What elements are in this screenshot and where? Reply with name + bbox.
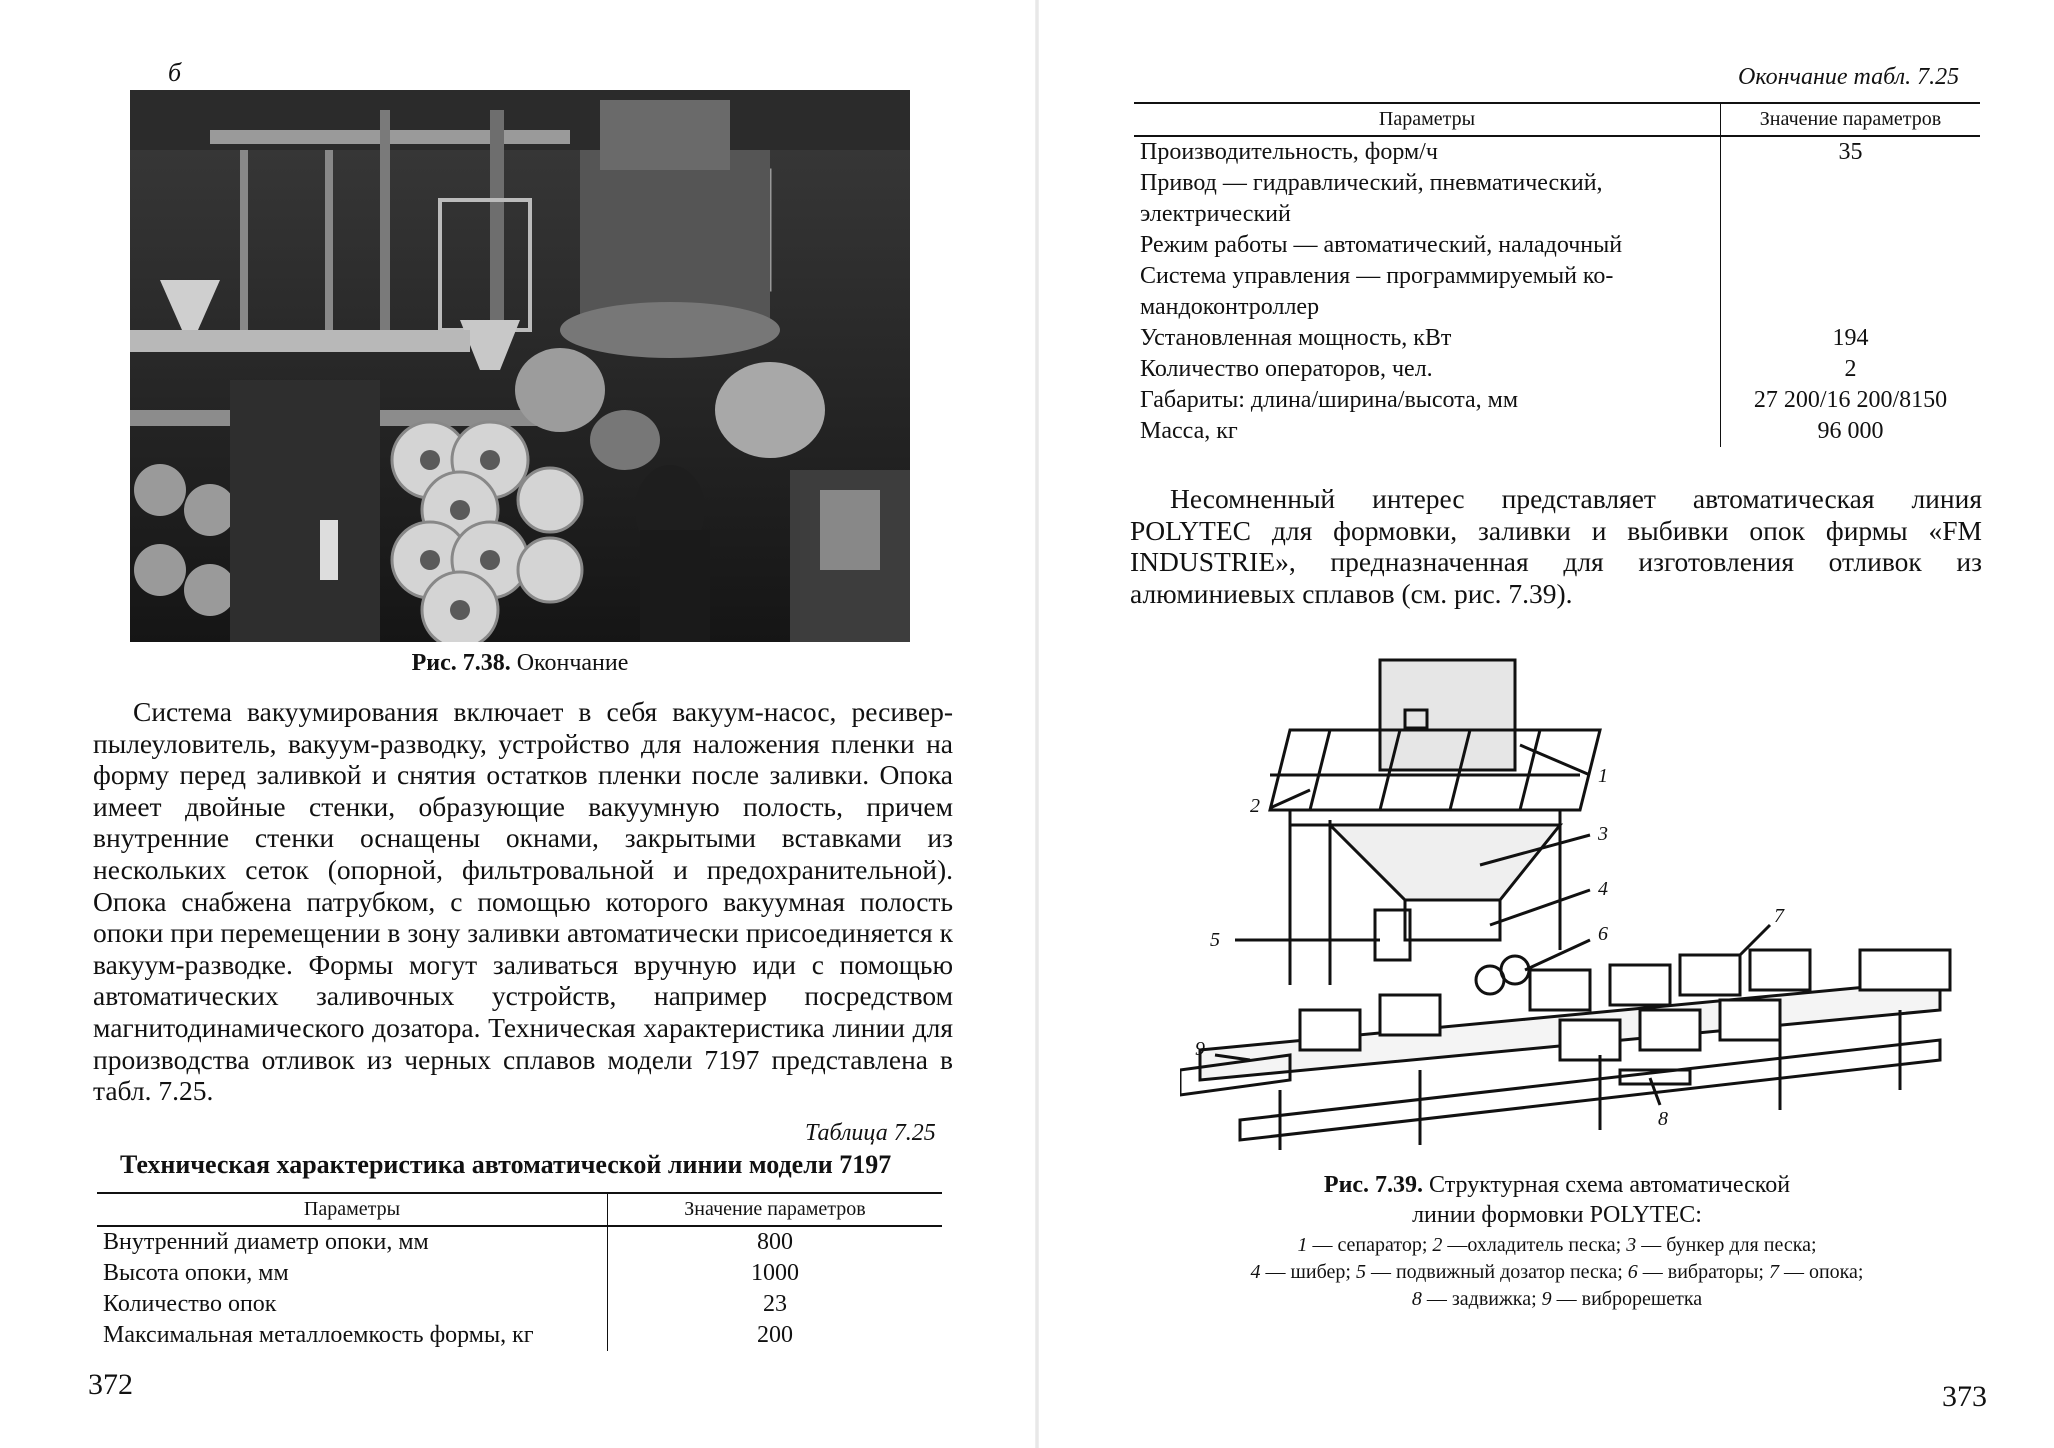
table-number: Таблица 7.25 bbox=[805, 1120, 936, 1146]
figure-caption: Рис. 7.38. Окончание bbox=[411, 650, 629, 676]
table-continuation: Окончание табл. 7.25 bbox=[1738, 64, 1960, 90]
table-header-params: Параметры bbox=[1134, 102, 1721, 137]
table-header-values: Значение параметров bbox=[607, 1192, 942, 1227]
table-row: Привод — гидравлический, пневматический, bbox=[1134, 168, 1980, 199]
page-gutter bbox=[1035, 0, 1039, 1448]
page-number: 372 bbox=[88, 1368, 133, 1401]
legend-line-3: 8 — задвижка; 9 — виброрешетка bbox=[1411, 1288, 1703, 1310]
table-row: Высота опоки, мм 1000 bbox=[97, 1258, 942, 1289]
schema-label-4: 4 bbox=[1598, 878, 1608, 900]
page-number: 373 bbox=[1942, 1380, 1987, 1413]
table-header-params: Параметры bbox=[97, 1192, 608, 1227]
spec-table-continued: Параметры Значение параметров Производит… bbox=[1134, 102, 1980, 447]
body-paragraph: Несомненный интерес представляет автомат… bbox=[1130, 483, 1982, 609]
table-row: Режим работы — автоматический, наладочны… bbox=[1134, 230, 1980, 261]
schema-label-3: 3 bbox=[1597, 823, 1608, 845]
schema-label-9: 9 bbox=[1195, 1038, 1205, 1060]
body-paragraph: Система вакуумирования включает в себя в… bbox=[93, 696, 953, 1107]
schema-label-8: 8 bbox=[1658, 1108, 1668, 1130]
table-row: Количество операторов, чел.2 bbox=[1134, 354, 1980, 385]
figure-caption: Рис. 7.39. Структурная схема автоматичес… bbox=[1323, 1172, 1791, 1228]
spec-table: Параметры Значение параметров Внутренний… bbox=[97, 1192, 942, 1351]
schema-label-5: 5 bbox=[1210, 929, 1220, 951]
table-row: мандоконтроллер bbox=[1134, 292, 1980, 323]
legend-line-1: 1 — сепаратор; 2 —охладитель песка; 3 — … bbox=[1297, 1234, 1817, 1256]
table-row: Максимальная металлоемкость формы, кг 20… bbox=[97, 1320, 942, 1351]
schema-label-7: 7 bbox=[1774, 905, 1785, 927]
table-row: Система управления — программируемый ко- bbox=[1134, 261, 1980, 292]
figure-sublabel: б bbox=[168, 58, 182, 87]
factory-photo bbox=[130, 90, 910, 642]
left-page: б bbox=[88, 58, 953, 1401]
table-row: Количество опок 23 bbox=[97, 1289, 942, 1320]
schema-label-6: 6 bbox=[1598, 923, 1608, 945]
table-row: Внутренний диаметр опоки, мм 800 bbox=[97, 1226, 942, 1258]
table-header-values: Значение параметров bbox=[1720, 102, 1980, 137]
table-title: Техническая характеристика автоматическо… bbox=[120, 1150, 892, 1179]
polytec-line-schematic: 1 2 3 4 5 6 7 8 9 bbox=[1180, 658, 1952, 1150]
table-row: электрический bbox=[1134, 199, 1980, 230]
schema-label-2: 2 bbox=[1250, 795, 1260, 817]
schema-label-1: 1 bbox=[1598, 765, 1608, 787]
legend-line-2: 4 — шибер; 5 — подвижный дозатор песка; … bbox=[1250, 1261, 1864, 1283]
figure-legend: 1 — сепаратор; 2 —охладитель песка; 3 — … bbox=[1134, 1232, 1980, 1313]
